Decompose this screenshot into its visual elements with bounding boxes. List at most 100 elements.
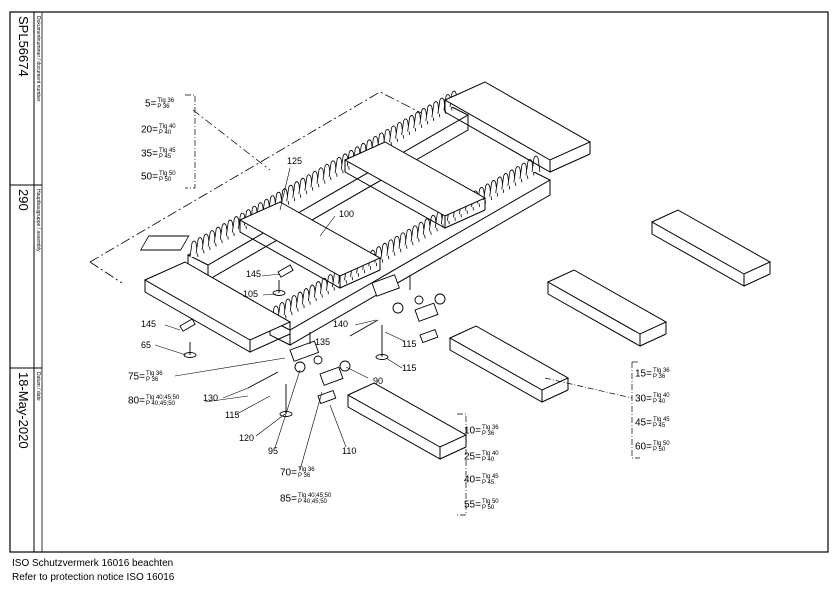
date-label: Datum / date [35,372,41,401]
assembly-slat [143,261,292,353]
comb-teeth [189,90,541,323]
variant-number: 50= [141,171,158,183]
variant-p: P 45 [481,480,495,486]
variant-number: 55= [464,499,481,511]
hardware-parts [139,235,446,417]
variant-number: 85= [280,493,297,505]
variant-tlg: Tlg 36 [145,371,163,377]
variant-number: 40= [464,474,481,486]
variant-tlg: Tlg 50 [652,441,670,447]
variant-tlg: Tlg 40;45;50 [297,493,332,499]
assembly-slat [238,201,382,289]
variant-p: P 45 [652,423,666,429]
variant-number: 5= [145,98,157,110]
part-callout: 105 [243,289,259,299]
variant-number: 20= [141,124,158,136]
part-callout: 110 [342,446,357,456]
part-callout: 65 [141,340,152,350]
slat-part-right-top [650,209,772,287]
assembly-slat [343,141,487,229]
variant-p: P 36 [145,377,159,383]
part-callout: 115 [225,410,240,420]
variant-tlg: Tlg 36 [481,425,499,431]
drawing-frame [9,11,829,553]
variant-tlg: Tlg 40 [481,451,499,457]
slat-part-bottom [346,382,468,460]
variant-tlg: Tlg 50 [481,499,499,505]
variant-p: P 36 [481,431,495,437]
variant-tlg: Tlg 45 [158,148,176,154]
variant-p: P 40 [158,130,172,136]
variant-number: 15= [635,368,652,380]
variant-p: P 40;45;50 [297,499,327,505]
variant-number: 70= [280,467,297,479]
protection-notice-en: Refer to protection notice ISO 16016 [12,572,175,583]
variant-number: 60= [635,441,652,453]
variant-tlg: Tlg 40;45;50 [145,395,180,401]
variant-tlg: Tlg 36 [297,467,315,473]
part-callout: 145 [141,319,157,329]
part-callout: 125 [287,156,303,166]
part-callout: 95 [268,446,279,456]
part-callout: 100 [339,209,355,219]
variant-tlg: Tlg 36 [652,368,670,374]
slat-part-middle [448,325,570,403]
variant-p: P 40;45;50 [145,401,175,407]
variant-p: P 45 [158,154,172,160]
variant-p: P 50 [481,505,495,511]
document-number: SPL56674 [16,16,31,77]
variant-number: 80= [128,395,145,407]
variant-number: 10= [464,425,481,437]
part-callout: 140 [333,319,349,329]
assembly-envelope [89,261,123,284]
variant-tlg: Tlg 40 [158,124,176,130]
variant-tlg: Tlg 36 [157,98,175,104]
drawing-date: 18-May-2020 [16,372,31,449]
variant-tlg: Tlg 45 [652,417,670,423]
slat-part-right-middle [546,269,668,347]
document-number-label: Dokumentnummer / document number [35,16,41,102]
variant-p: P 50 [158,177,172,183]
variant-p: P 50 [652,447,666,453]
part-callout: 130 [203,393,219,403]
leader-lines [154,167,405,471]
protection-notice-de: ISO Schutzvermerk 16016 beachten [12,558,174,569]
variant-number: 75= [128,371,145,383]
variant-number: 35= [141,148,158,160]
part-callout: 145 [246,269,262,279]
variant-number: 45= [635,417,652,429]
variant-p: P 36 [652,374,666,380]
variant-number: 30= [635,393,652,405]
part-callout: 115 [402,363,417,373]
assembly-slat [443,81,592,173]
assembly-number: 290 [16,189,31,211]
assembly-label: Hauptbaugruppe / assembly [35,189,41,252]
variant-p: P 40 [481,457,495,463]
variant-p: P 36 [157,104,170,110]
variant-tlg: Tlg 40 [652,393,670,399]
variant-p: P 36 [297,473,311,479]
part-callout: 115 [402,339,417,349]
variant-number: 25= [464,451,481,463]
leader-line [192,109,271,171]
variant-tlg: Tlg 50 [158,171,176,177]
part-callout: 90 [373,376,384,386]
